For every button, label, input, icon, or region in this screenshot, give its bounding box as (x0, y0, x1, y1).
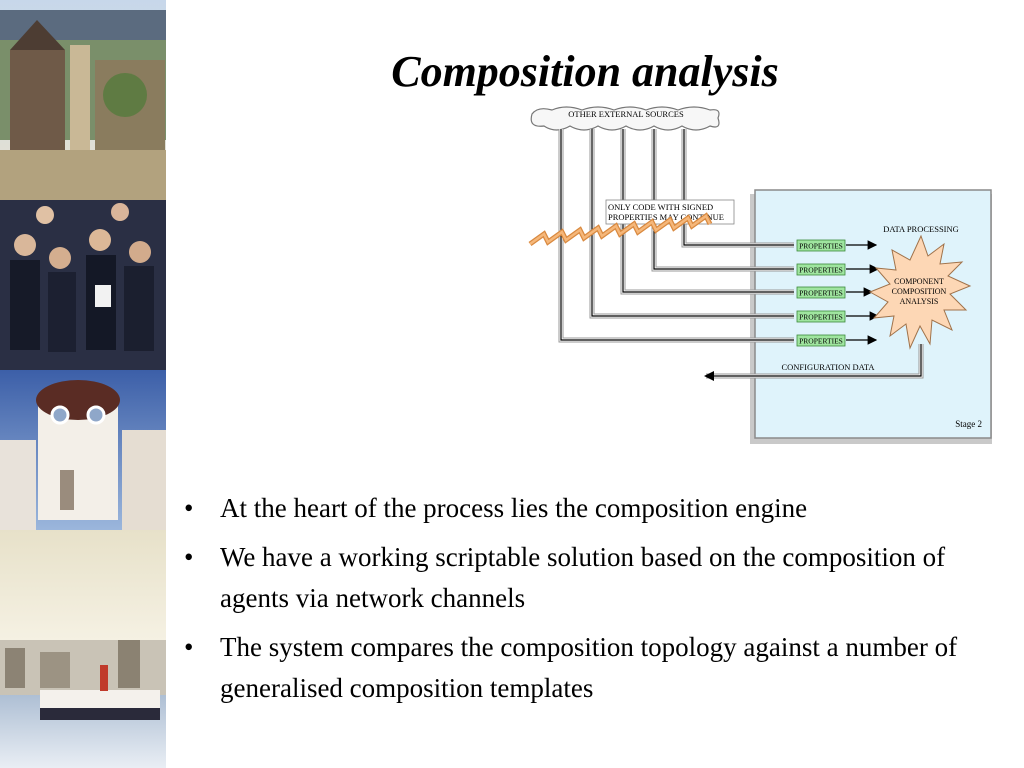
stage-label: Stage 2 (955, 419, 982, 429)
filter-label-line1: ONLY CODE WITH SIGNED (608, 202, 713, 212)
config-data-label: CONFIGURATION DATA (781, 362, 875, 372)
bullet-text: The system compares the composition topo… (220, 632, 958, 703)
external-sources-cloud (530, 106, 720, 131)
data-processing-label: DATA PROCESSING (883, 224, 959, 234)
engine-label-line1: COMPONENT (894, 277, 944, 286)
properties-box: PROPERTIES (796, 310, 846, 323)
svg-text:PROPERTIES: PROPERTIES (799, 266, 843, 275)
bullet-text: We have a working scriptable solution ba… (220, 542, 946, 613)
svg-text:PROPERTIES: PROPERTIES (799, 242, 843, 251)
bullet-glyph: • (184, 493, 194, 523)
decorative-photo-strip (0, 0, 166, 768)
composition-diagram: OTHER EXTERNAL SOURCES ONLY CODE WITH SI… (526, 104, 996, 450)
external-sources-label: OTHER EXTERNAL SOURCES (568, 109, 684, 119)
bullet-glyph: • (184, 542, 194, 572)
properties-box: PROPERTIES (796, 239, 846, 252)
filter-label-line2: PROPERTIES MAY CONTINUE (608, 212, 724, 222)
bullet-item: • At the heart of the process lies the c… (182, 488, 1002, 529)
composition-engine-burst (868, 234, 972, 350)
properties-box: PROPERTIES (796, 334, 846, 347)
bullet-text: At the heart of the process lies the com… (220, 493, 808, 523)
engine-label-line2: COMPOSITION (892, 287, 947, 296)
slide-title: Composition analysis (391, 47, 779, 96)
svg-text:PROPERTIES: PROPERTIES (799, 337, 843, 346)
engine-label-line3: ANALYSIS (900, 297, 939, 306)
config-arrowhead (704, 371, 714, 381)
properties-box: PROPERTIES (796, 263, 846, 276)
properties-arrows (846, 240, 880, 345)
svg-text:PROPERTIES: PROPERTIES (799, 313, 843, 322)
photo-collage (0, 0, 166, 768)
properties-box: PROPERTIES (796, 286, 846, 299)
bullet-glyph: • (184, 632, 194, 662)
config-output-line (706, 344, 924, 379)
svg-text:PROPERTIES: PROPERTIES (799, 289, 843, 298)
composition-diagram-svg: OTHER EXTERNAL SOURCES ONLY CODE WITH SI… (528, 106, 992, 444)
bullet-item: • The system compares the composition to… (182, 627, 1002, 709)
channel-lines (558, 129, 794, 343)
bullet-item: • We have a working scriptable solution … (182, 537, 1002, 619)
bullet-list: • At the heart of the process lies the c… (182, 488, 1002, 717)
